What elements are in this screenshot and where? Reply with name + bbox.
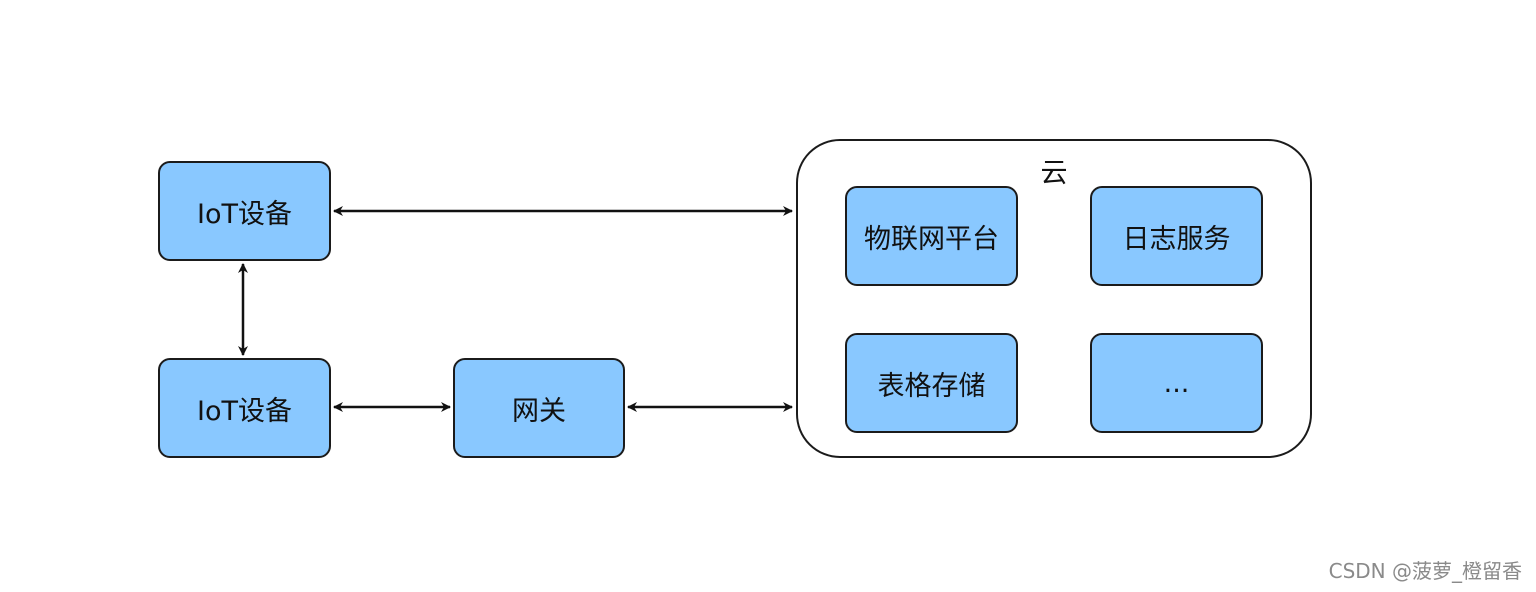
iot-device-top-label: IoT设备	[197, 198, 292, 230]
more-services-label: ...	[1163, 367, 1190, 399]
log-service-node: 日志服务	[1090, 186, 1263, 286]
cloud-title: 云	[1040, 158, 1068, 189]
csdn-watermark: CSDN @菠萝_橙留香	[1328, 559, 1522, 583]
more-services-node: ...	[1090, 333, 1263, 433]
iot-platform-label: 物联网平台	[864, 223, 999, 255]
log-service-label: 日志服务	[1122, 223, 1231, 255]
iot-device-top-node: IoT设备	[158, 161, 331, 261]
iot-platform-node: 物联网平台	[845, 186, 1018, 286]
gateway-label: 网关	[512, 395, 566, 427]
table-storage-label: 表格存储	[877, 370, 986, 402]
table-storage-node: 表格存储	[845, 333, 1018, 433]
gateway-node: 网关	[453, 358, 625, 458]
iot-device-bottom-label: IoT设备	[197, 395, 292, 427]
iot-device-bottom-node: IoT设备	[158, 358, 331, 458]
